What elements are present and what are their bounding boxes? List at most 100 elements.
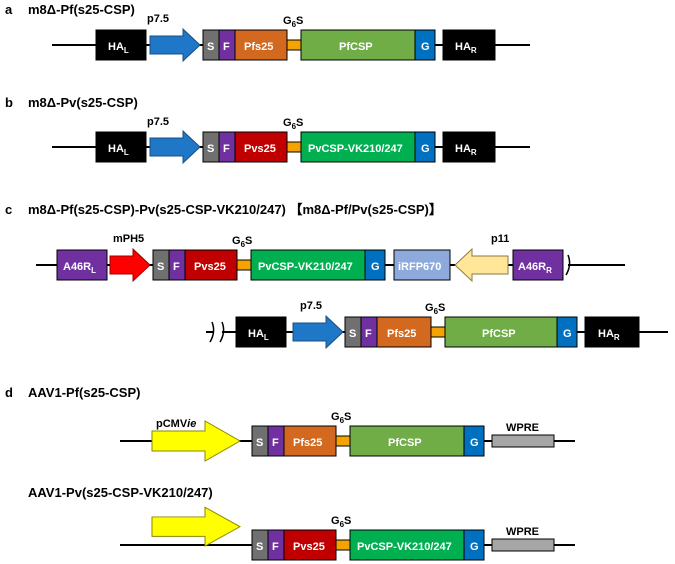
panel-c-irfp-box [393, 249, 451, 281]
panel-c-mph5-label: mPH5 [113, 233, 144, 245]
panel-a-letter: a [5, 2, 13, 17]
panel-c-p11-arrow [454, 247, 509, 283]
panel-e-linker-box [335, 539, 351, 551]
panel-d-g-box [463, 425, 485, 457]
panel-c-a46r-label: A46RR [518, 261, 552, 275]
panel-c-a46l-label: A46RL [63, 261, 96, 275]
panel-e-g-label: G [470, 541, 479, 553]
panel-e-g-box [463, 529, 485, 561]
panel-e-pvs25-label: Pvs25 [293, 541, 325, 553]
panel-a-p75-arrow [149, 27, 201, 63]
panel-b-pvcsp-label: PvCSP-VK210/247 [308, 143, 403, 155]
panel-c-a46r-box [512, 249, 564, 281]
panel-e-pcmv-arrow [151, 506, 242, 547]
panel-d-s-label: S [256, 437, 263, 449]
panel-b-hal-box [95, 131, 147, 163]
panel-c-irfp-label: iRFP670 [398, 261, 441, 273]
panel-e-f-label: F [272, 541, 279, 553]
panel-b-g-box [414, 131, 436, 163]
panel-b-p75-label: p7.5 [147, 116, 169, 128]
panel-b-hal-label: HAL [108, 143, 129, 157]
panel-c-row1-linker-box [236, 259, 252, 271]
panel-e-wpre-box [491, 538, 555, 552]
panel-a-g-label: G [421, 41, 430, 53]
panel-c-pfcsp-box [444, 316, 558, 348]
panel-b-s-label: S [207, 143, 214, 155]
panel-e-s-label: S [256, 541, 263, 553]
panel-c-row2-break-icon [209, 321, 225, 343]
panel-c-letter: c [5, 202, 12, 217]
panel-c-row2-g-label: G [563, 328, 572, 340]
panel-d-pfs25-box [283, 425, 337, 457]
panel-c-title: m8Δ-Pf(s25-CSP)-Pv(s25-CSP-VK210/247) 【m… [28, 202, 442, 217]
panel-c-hal-box [235, 316, 287, 348]
panel-d-pfcsp-label: PfCSP [388, 437, 422, 449]
panel-a-pfcsp-label: PfCSP [339, 41, 373, 53]
panel-d-g-label: G [470, 437, 479, 449]
panel-c-pvs25-label: Pvs25 [194, 261, 226, 273]
panel-a-pfs25-box [234, 29, 288, 61]
panel-e-pvs25-box [283, 529, 337, 561]
panel-a-g-box [414, 29, 436, 61]
panel-c-pfs25-label: Pfs25 [387, 328, 416, 340]
panel-b-pvs25-box [234, 131, 288, 163]
panel-b-p75-arrow [149, 129, 201, 165]
panel-d-linker-box [335, 435, 351, 447]
panel-c-row2-g-box [556, 316, 578, 348]
panel-d-pfcsp-box [349, 425, 465, 457]
panel-a-hal-box [95, 29, 147, 61]
panel-b-pvs25-label: Pvs25 [244, 143, 276, 155]
panel-e-wpre-label: WPRE [506, 526, 539, 538]
panel-c-hal-label: HAL [248, 328, 269, 342]
panel-c-har-box [584, 316, 640, 348]
panel-c-pfs25-box [376, 316, 432, 348]
panel-a-linker-box [286, 39, 302, 51]
panel-b-letter: b [5, 95, 13, 110]
panel-a-pfs25-label: Pfs25 [244, 41, 273, 53]
panel-b-f-label: F [223, 143, 230, 155]
panel-b-linker-box [286, 141, 302, 153]
panel-c-pvcsp-box [250, 249, 366, 281]
panel-b-g6s-label: G6S [283, 117, 303, 131]
panel-a-s-label: S [207, 41, 214, 53]
panel-d-g6s-label: G6S [331, 411, 351, 425]
panel-c-p11-label: p11 [491, 233, 509, 245]
panel-c-row1-g-box [364, 249, 386, 281]
panel-c-row2-g6s-label: G6S [425, 302, 445, 316]
panel-c-a46l-box [56, 249, 108, 281]
panel-e-title: AAV1-Pv(s25-CSP-VK210/247) [28, 485, 213, 500]
panel-c-row1-g6s-label: G6S [232, 235, 252, 249]
panel-d-pcmv-arrow [151, 420, 242, 462]
panel-b-title: m8Δ-Pv(s25-CSP) [28, 95, 138, 110]
panel-e-g6s-label: G6S [331, 515, 351, 529]
panel-c-mph5-arrow [109, 247, 151, 283]
panel-c-pvcsp-label: PvCSP-VK210/247 [258, 261, 353, 273]
panel-a-g6s-label: G6S [283, 15, 303, 29]
panel-c-pfcsp-label: PfCSP [482, 328, 516, 340]
panel-a-har-box [442, 29, 496, 61]
panel-e-pvcsp-box [349, 529, 465, 561]
panel-b-pvcsp-box [300, 131, 416, 163]
panel-a-f-label: F [223, 41, 230, 53]
panel-c-row1-f-label: F [173, 261, 180, 273]
panel-c-row2-linker-box [430, 326, 446, 338]
panel-d-title: AAV1-Pf(s25-CSP) [28, 385, 140, 400]
panel-c-row2-f-label: F [365, 328, 372, 340]
panel-a-hal-label: HAL [108, 41, 129, 55]
panel-c-row2-s-label: S [349, 328, 356, 340]
panel-d-wpre-label: WPRE [506, 422, 539, 434]
panel-d-pcmv-label: pCMVie [156, 418, 196, 430]
panel-c-row1-s-label: S [157, 261, 164, 273]
panel-a-title: m8Δ-Pf(s25-CSP) [28, 2, 135, 17]
panel-c-p75-arrow [292, 314, 344, 350]
panel-e-pvcsp-label: PvCSP-VK210/247 [357, 541, 452, 553]
panel-d-letter: d [5, 385, 13, 400]
panel-d-pfs25-label: Pfs25 [293, 437, 322, 449]
panel-c-pvs25-box [184, 249, 238, 281]
panel-b-g-label: G [421, 143, 430, 155]
panel-c-row1-g-label: G [371, 261, 380, 273]
panel-d-wpre-box [491, 434, 555, 448]
panel-a-p75-label: p7.5 [147, 13, 169, 25]
panel-d-f-label: F [272, 437, 279, 449]
